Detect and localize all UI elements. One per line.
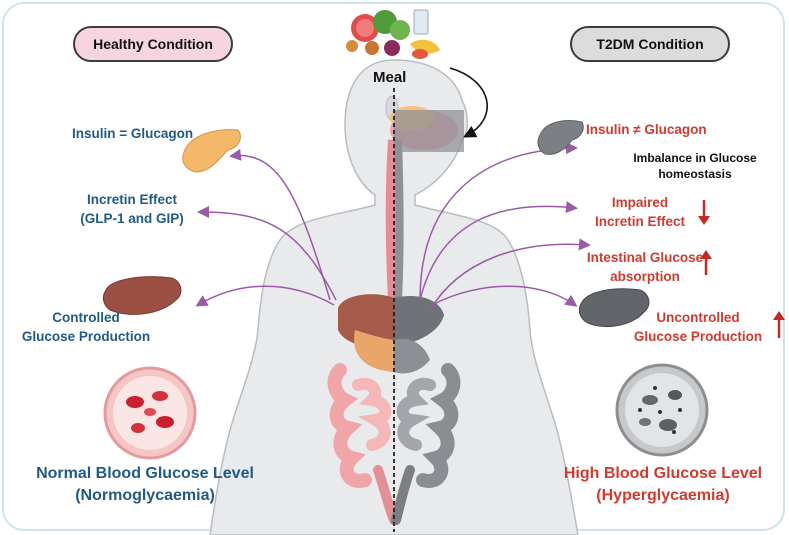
esophagus-icon	[385, 139, 400, 301]
healthy-incretin-block: Incretin Effect (GLP-1 and GIP)	[68, 190, 196, 228]
t2dm-incretin-line1: Impaired	[611, 195, 669, 210]
t2dm-arrows	[419, 142, 591, 311]
t2dm-absorption-line2: absorption	[610, 269, 680, 284]
arrow-down-icon	[698, 200, 710, 225]
oral-cavity-icon	[390, 106, 464, 152]
liver-icon	[102, 276, 182, 315]
healthy-glucose-line2: Glucose Production	[21, 329, 151, 344]
arrow-up-icon	[700, 250, 712, 275]
t2dm-condition-label: T2DM Condition	[570, 26, 730, 62]
t2dm-insulin-label: Insulin ≠ Glucagon	[586, 122, 707, 137]
healthy-insulin-label: Insulin = Glucagon	[72, 126, 194, 141]
meal-label: Meal	[373, 69, 407, 86]
healthy-glucose-line1: Controlled	[52, 310, 120, 325]
meal-icon	[346, 9, 440, 59]
t2dm-imbalance-line2: homeostasis	[658, 167, 732, 181]
healthy-blood-block: Normal Blood Glucose Level (Normoglycaem…	[30, 463, 260, 507]
healthy-glucose-block: Controlled Glucose Production	[16, 308, 156, 346]
blood-vessel-t2dm-icon	[615, 363, 709, 457]
t2dm-absorption-line1: Intestinal Glucose	[586, 250, 704, 265]
healthy-condition-label: Healthy Condition	[73, 26, 233, 62]
blood-vessel-icon	[103, 366, 197, 460]
healthy-incretin-line1: Incretin Effect	[86, 192, 178, 207]
healthy-arrows	[195, 148, 337, 307]
t2dm-imbalance-block: Imbalance in Glucose homeostasis	[625, 150, 765, 182]
t2dm-absorption-block: Intestinal Glucose absorption	[586, 248, 704, 286]
t2dm-incretin-line2: Incretin Effect	[594, 214, 686, 229]
arrow-up-icon-2	[773, 311, 785, 338]
t2dm-imbalance-line1: Imbalance in Glucose	[633, 151, 757, 165]
healthy-blood-line2: (Normoglycaemia)	[75, 487, 215, 504]
t2dm-blood-line1: High Blood Glucose Level	[563, 465, 763, 482]
t2dm-glucose-block: Uncontrolled Glucose Production	[628, 308, 768, 346]
t2dm-glucose-line2: Glucose Production	[633, 329, 763, 344]
t2dm-blood-line2: (Hyperglycaemia)	[596, 487, 730, 504]
pancreas-icon	[182, 129, 241, 173]
healthy-incretin-line2: (GLP-1 and GIP)	[80, 211, 184, 226]
liver-t2dm-icon	[578, 288, 650, 328]
t2dm-glucose-line1: Uncontrolled	[656, 310, 740, 325]
ingestion-arrow	[449, 67, 488, 138]
pancreas-t2dm-icon	[537, 120, 584, 155]
t2dm-blood-block: High Blood Glucose Level (Hyperglycaemia…	[548, 463, 778, 507]
healthy-blood-line1: Normal Blood Glucose Level	[36, 465, 254, 482]
t2dm-incretin-block: Impaired Incretin Effect	[580, 193, 700, 231]
